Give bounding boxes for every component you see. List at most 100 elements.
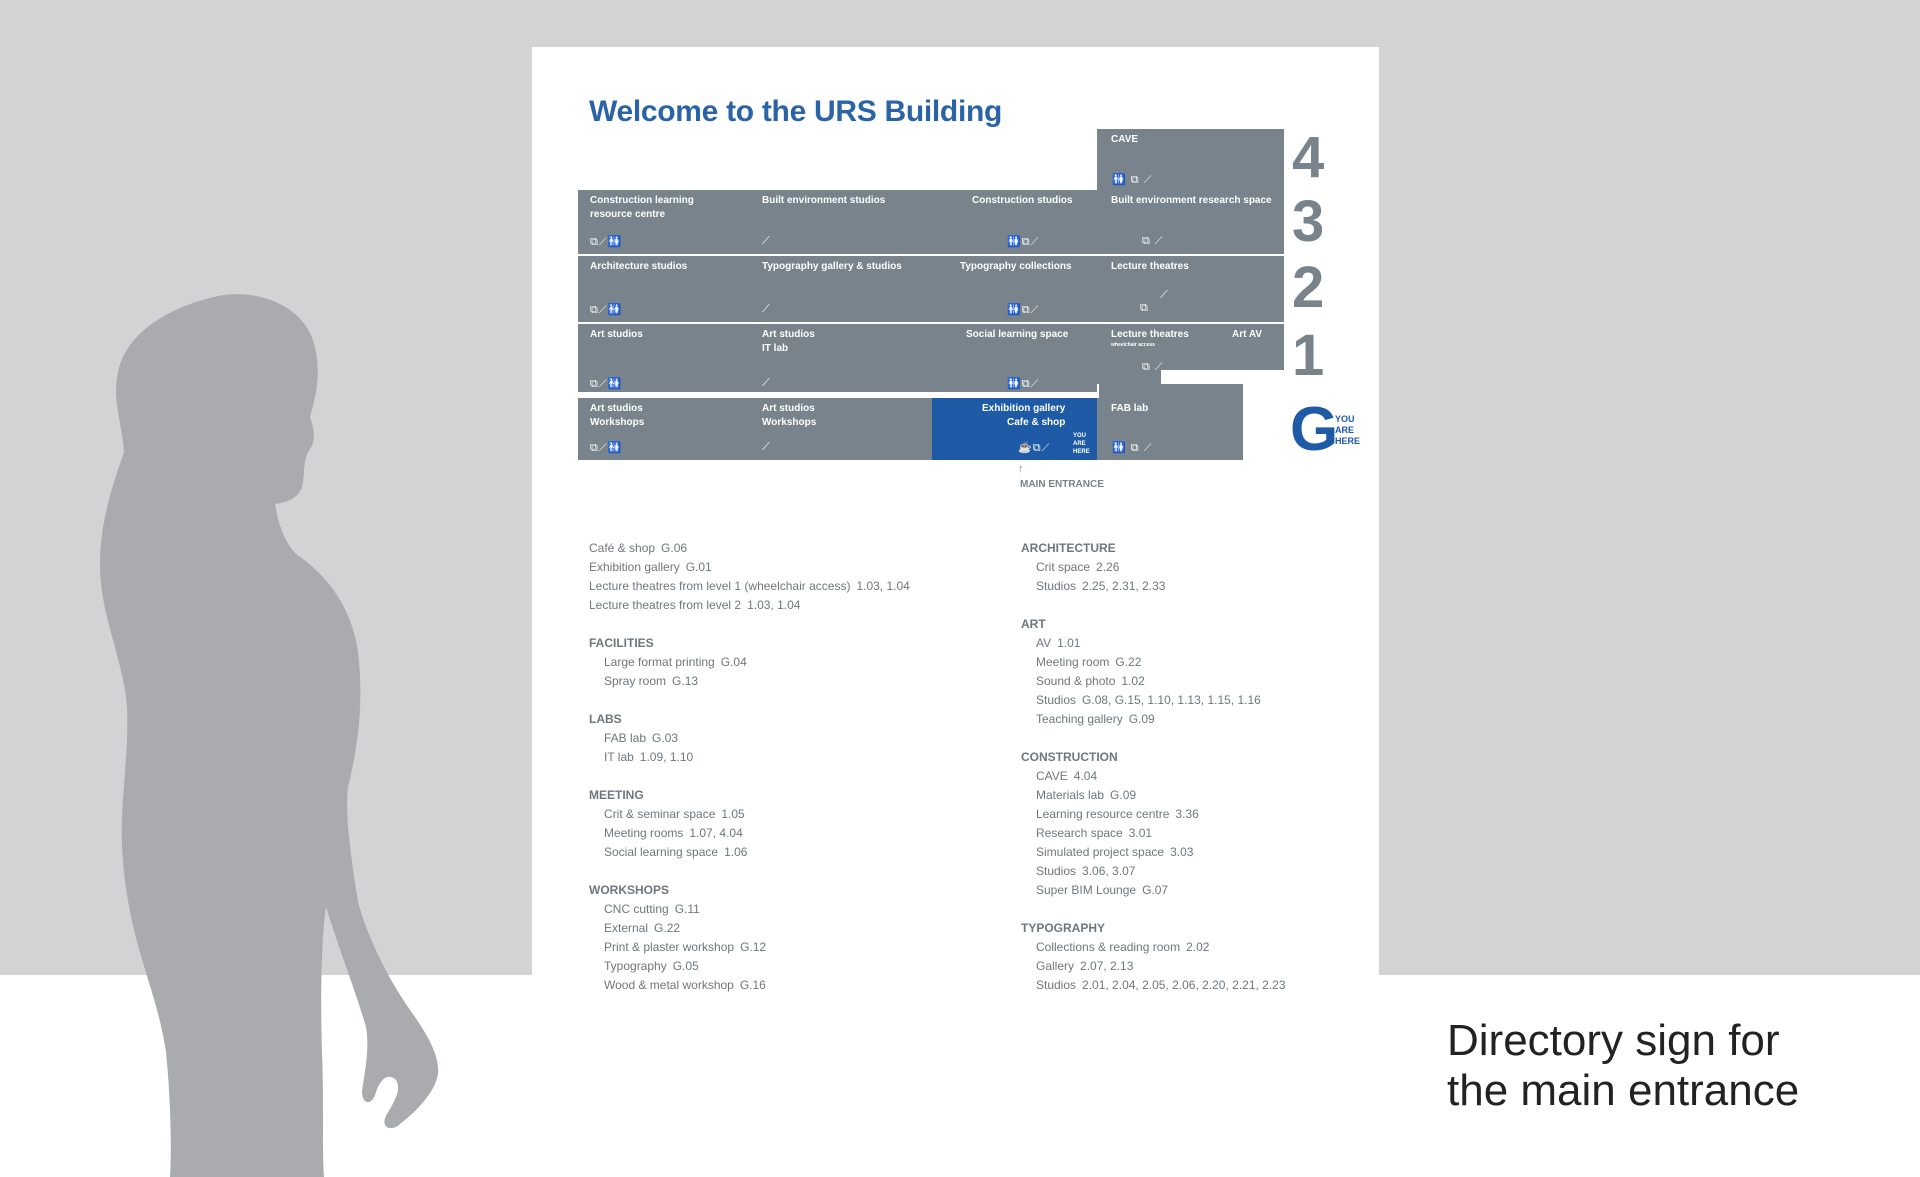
accessibility-icons: 🚻 ⧉ ⟋ <box>1112 173 1152 187</box>
stairs-icon: ⟋ <box>598 442 608 454</box>
floor-separator <box>578 322 1284 324</box>
toilets-icon: 🚻 <box>607 236 623 248</box>
level-1-number: 1 <box>1292 323 1325 388</box>
room-typography-gallery-studios: Typography gallery & studios <box>762 261 902 272</box>
category-heading: ARCHITECTURE <box>1021 541 1116 555</box>
level-1-block <box>578 324 1284 370</box>
level-2-block <box>578 256 1284 322</box>
accessibility-icons: ⧉ ⟋ <box>1142 235 1164 248</box>
accessibility-icons: ⧉⟋🚻 <box>590 303 622 317</box>
lift-icon: ⧉ <box>590 442 599 454</box>
lift-icon: ⧉ <box>590 304 599 316</box>
category-heading: TYPOGRAPHY <box>1021 921 1106 935</box>
stairs-icon: ⟋ <box>1154 361 1164 373</box>
stairs-icon: ⟋ <box>762 441 771 453</box>
room-art-studios-l1: Art studios <box>590 329 643 340</box>
lift-icon: ⧉ <box>1130 442 1140 454</box>
room-fab-lab: FAB lab <box>1111 403 1149 414</box>
stairs-icon: ⟋ <box>1030 378 1040 390</box>
caption-line-1: Directory sign for <box>1447 1016 1780 1065</box>
main-entrance-label: MAIN ENTRANCE <box>1020 479 1104 490</box>
stairs-icon: ⟋ <box>598 304 608 316</box>
lift-icon: ⧉ <box>1140 302 1149 314</box>
lift-icon: ⧉ <box>1032 442 1042 454</box>
level-4-number: 4 <box>1292 125 1325 190</box>
level-3-number: 3 <box>1292 189 1325 254</box>
lift-icon: ⧉ <box>1021 236 1031 248</box>
stairs-icon: ⟋ <box>598 236 608 248</box>
accessibility-icons: ⧉⟋🚻 <box>590 235 622 249</box>
accessibility-icons: 🚻⧉⟋ <box>1007 303 1039 317</box>
person-silhouette <box>100 294 439 1177</box>
stairs-icon: ⟋ <box>1154 235 1164 247</box>
room-built-environment-studios: Built environment studios <box>762 195 886 206</box>
toilets-icon: 🚻 <box>607 378 623 390</box>
room-typography-collections: Typography collections <box>960 261 1072 272</box>
stairs-icon: ⟋ <box>1160 289 1169 301</box>
room-art-av: Art AV <box>1232 329 1262 340</box>
category-heading: MEETING <box>589 788 644 802</box>
stairs-icon: ⟋ <box>1041 442 1051 454</box>
toilets-icon: 🚻 <box>607 304 623 316</box>
ground-block-right <box>1097 384 1243 460</box>
category-heading: CONSTRUCTION <box>1021 750 1118 764</box>
lift-icon: ⧉ <box>1142 361 1151 373</box>
lift-icon: ⧉ <box>1021 378 1031 390</box>
category-heading: LABS <box>589 712 622 726</box>
level-4-block <box>1097 129 1284 197</box>
floor-separator <box>578 254 1284 256</box>
floor-separator <box>1097 384 1099 398</box>
lift-icon: ⧉ <box>1142 235 1151 247</box>
room-lecture-theatres: Lecture theatres <box>1111 261 1189 272</box>
stairs-icon: ⟋ <box>1143 442 1153 454</box>
stairs-icon: ⟋ <box>598 378 608 390</box>
toilets-icon: 🚻 <box>1112 174 1127 186</box>
stairs-icon: ⟋ <box>762 303 771 315</box>
category-heading: FACILITIES <box>589 636 654 650</box>
toilets-icon: 🚻 <box>1007 378 1022 390</box>
level-g-number: G <box>1290 395 1339 464</box>
stairs-icon: ⟋ <box>1143 174 1153 186</box>
floor-separator <box>578 396 1097 398</box>
stairs-icon: ⟋ <box>1030 304 1040 316</box>
accessibility-icons: 🚻⧉⟋ <box>1007 377 1039 391</box>
level-3-block <box>578 190 1284 254</box>
caption: Directory sign for the main entrance <box>1447 1016 1799 1116</box>
lift-icon: ⧉ <box>1021 304 1031 316</box>
category-heading: ART <box>1021 617 1046 631</box>
